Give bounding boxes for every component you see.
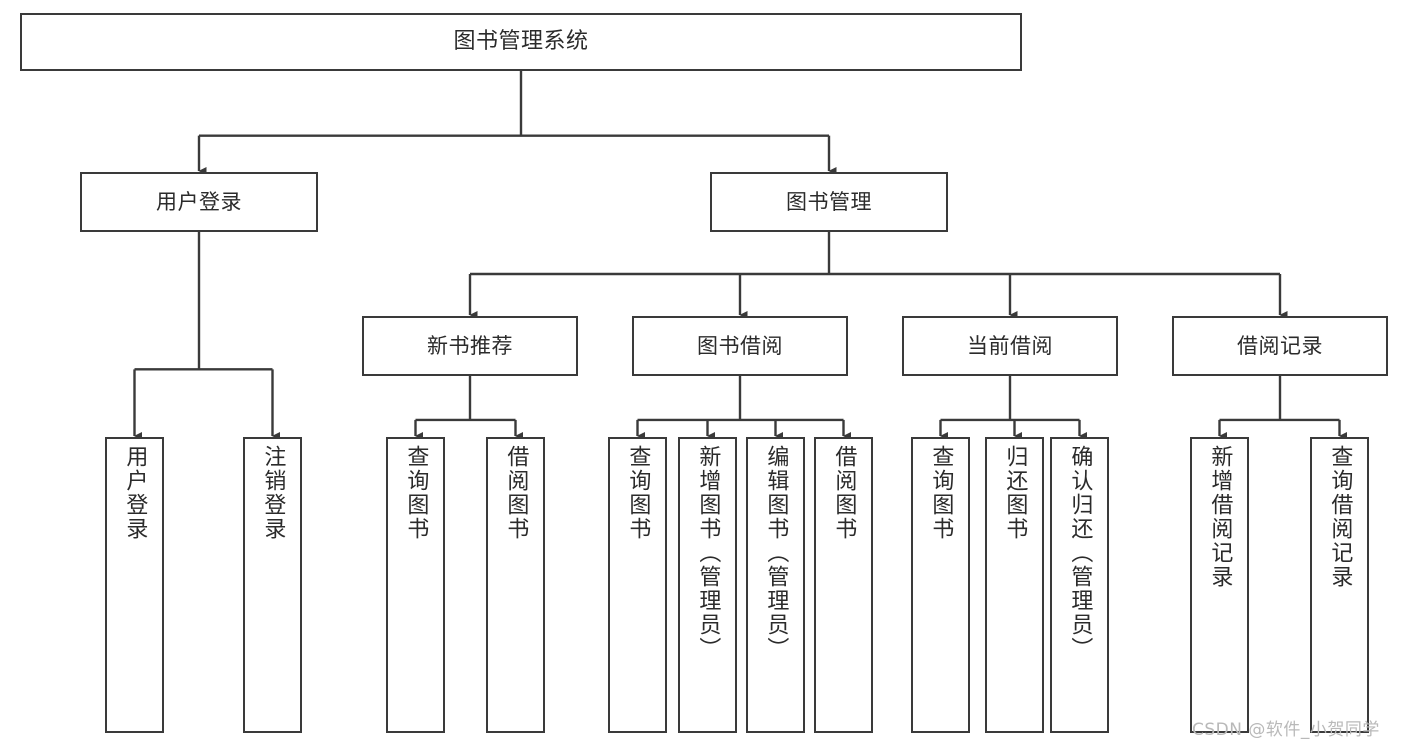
node-label: 确认归还（管理员）	[1067, 445, 1093, 661]
node-leaf-logout[interactable]: 注销登录	[243, 437, 302, 733]
node-leaf-query-book-3[interactable]: 查询图书	[911, 437, 970, 733]
node-label: 查询图书	[928, 445, 954, 541]
node-leaf-borrow-book-2[interactable]: 借阅图书	[814, 437, 873, 733]
node-label: 借阅图书	[503, 445, 529, 541]
node-leaf-user-login[interactable]: 用户登录	[105, 437, 164, 733]
node-label: 当前借阅	[967, 333, 1053, 358]
node-label: 编辑图书（管理员）	[763, 445, 789, 661]
node-leaf-query-record[interactable]: 查询借阅记录	[1310, 437, 1369, 733]
node-label: 借阅图书	[831, 445, 857, 541]
node-label: 新书推荐	[427, 333, 513, 358]
node-label: 归还图书	[1002, 445, 1028, 541]
node-book-borrow[interactable]: 图书借阅	[632, 316, 848, 376]
node-borrow-record[interactable]: 借阅记录	[1172, 316, 1388, 376]
node-label: 注销登录	[260, 445, 286, 541]
node-leaf-query-book-1[interactable]: 查询图书	[386, 437, 445, 733]
node-label: 图书管理	[786, 189, 872, 214]
node-leaf-borrow-book-1[interactable]: 借阅图书	[486, 437, 545, 733]
node-label: 新增借阅记录	[1207, 445, 1233, 589]
node-label: 借阅记录	[1237, 333, 1323, 358]
node-leaf-add-book[interactable]: 新增图书（管理员）	[678, 437, 737, 733]
node-new-book-rec[interactable]: 新书推荐	[362, 316, 578, 376]
node-book-manage[interactable]: 图书管理	[710, 172, 948, 232]
csdn-watermark: CSDN @软件_小贺同学	[1192, 720, 1380, 740]
node-root[interactable]: 图书管理系统	[20, 13, 1022, 71]
node-label: 新增图书（管理员）	[695, 445, 721, 661]
node-leaf-edit-book[interactable]: 编辑图书（管理员）	[746, 437, 805, 733]
node-label: 查询图书	[403, 445, 429, 541]
node-label: 用户登录	[156, 189, 242, 214]
node-label: 用户登录	[122, 445, 148, 541]
node-label: 图书借阅	[697, 333, 783, 358]
node-leaf-query-book-2[interactable]: 查询图书	[608, 437, 667, 733]
node-user-login[interactable]: 用户登录	[80, 172, 318, 232]
node-label: 查询图书	[625, 445, 651, 541]
node-label: 查询借阅记录	[1327, 445, 1353, 589]
node-leaf-confirm-return[interactable]: 确认归还（管理员）	[1050, 437, 1109, 733]
node-leaf-return-book[interactable]: 归还图书	[985, 437, 1044, 733]
node-label: 图书管理系统	[453, 29, 589, 55]
node-leaf-add-record[interactable]: 新增借阅记录	[1190, 437, 1249, 733]
node-current-borrow[interactable]: 当前借阅	[902, 316, 1118, 376]
